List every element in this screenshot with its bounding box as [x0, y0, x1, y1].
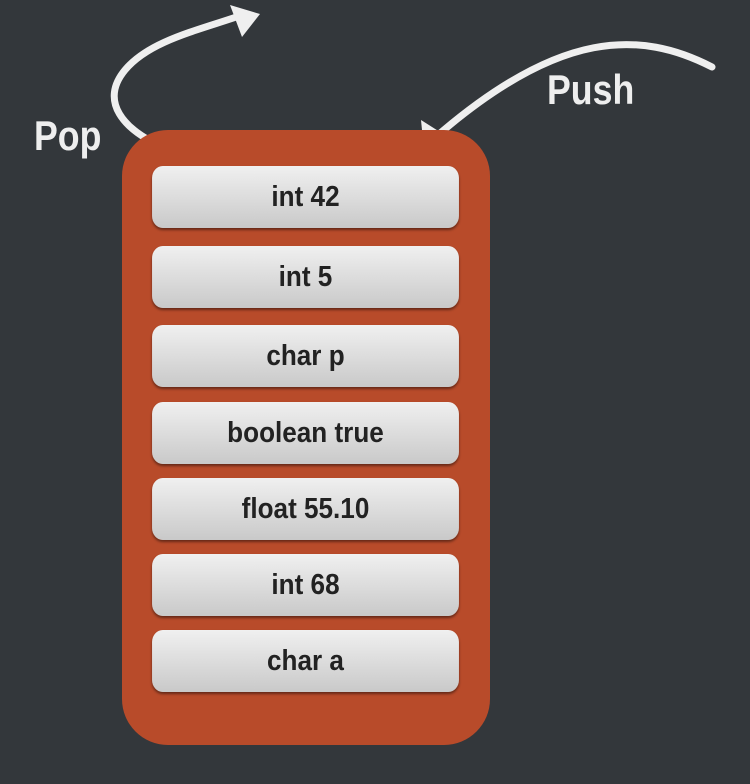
- pop-label: Pop: [34, 112, 102, 159]
- pop-arrowhead-icon: [230, 5, 260, 37]
- stack-item[interactable]: int 68: [152, 554, 459, 616]
- stack-item[interactable]: boolean true: [152, 402, 459, 464]
- stack-item[interactable]: float 55.10: [152, 478, 459, 540]
- push-arrow-icon: [434, 41, 716, 139]
- stack-item[interactable]: char a: [152, 630, 459, 692]
- stack-item[interactable]: int 5: [152, 246, 459, 308]
- stack-item[interactable]: int 42: [152, 166, 459, 228]
- stack-item[interactable]: char p: [152, 325, 459, 387]
- stack-container: int 42 int 5 char p boolean true float 5…: [122, 130, 490, 745]
- push-label: Push: [547, 66, 635, 113]
- pop-arrow-icon: [110, 10, 249, 154]
